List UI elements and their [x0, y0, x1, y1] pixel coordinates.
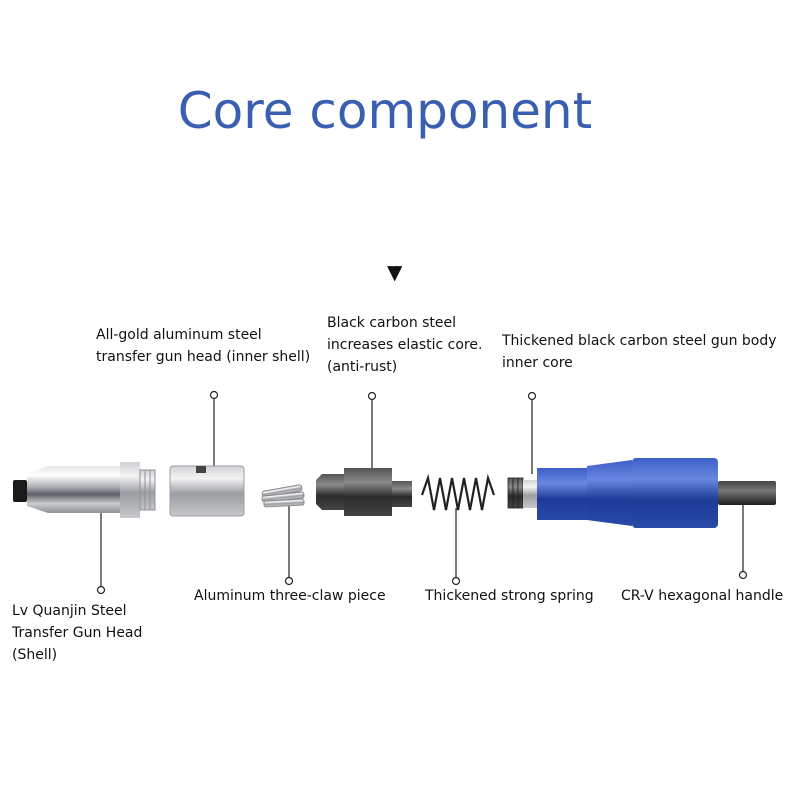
label-handle: CR-V hexagonal handle — [621, 588, 784, 604]
page-title: Core component — [177, 82, 593, 140]
spring-part — [420, 473, 496, 511]
gun-head-shell-part — [13, 462, 156, 518]
gun-head-inner-part — [169, 465, 245, 517]
label-three-claw: Aluminum three-claw piece — [194, 588, 386, 604]
label-elastic-core: Black carbon steel increases elastic cor… — [327, 315, 483, 375]
label-spring: Thickened strong spring — [425, 588, 594, 604]
leader-lines — [96, 390, 748, 595]
gun-body-part — [507, 458, 776, 528]
elastic-core-part — [316, 468, 412, 516]
three-claw-part — [261, 484, 305, 508]
label-gun-head-inner: All-gold aluminum steel transfer gun hea… — [96, 327, 311, 365]
label-gun-head-shell: Lv Quanjin Steel Transfer Gun Head (Shel… — [12, 603, 143, 663]
pointer-down-icon: ▼ — [387, 260, 403, 284]
label-gun-body-core: Thickened black carbon steel gun body in… — [502, 333, 777, 371]
